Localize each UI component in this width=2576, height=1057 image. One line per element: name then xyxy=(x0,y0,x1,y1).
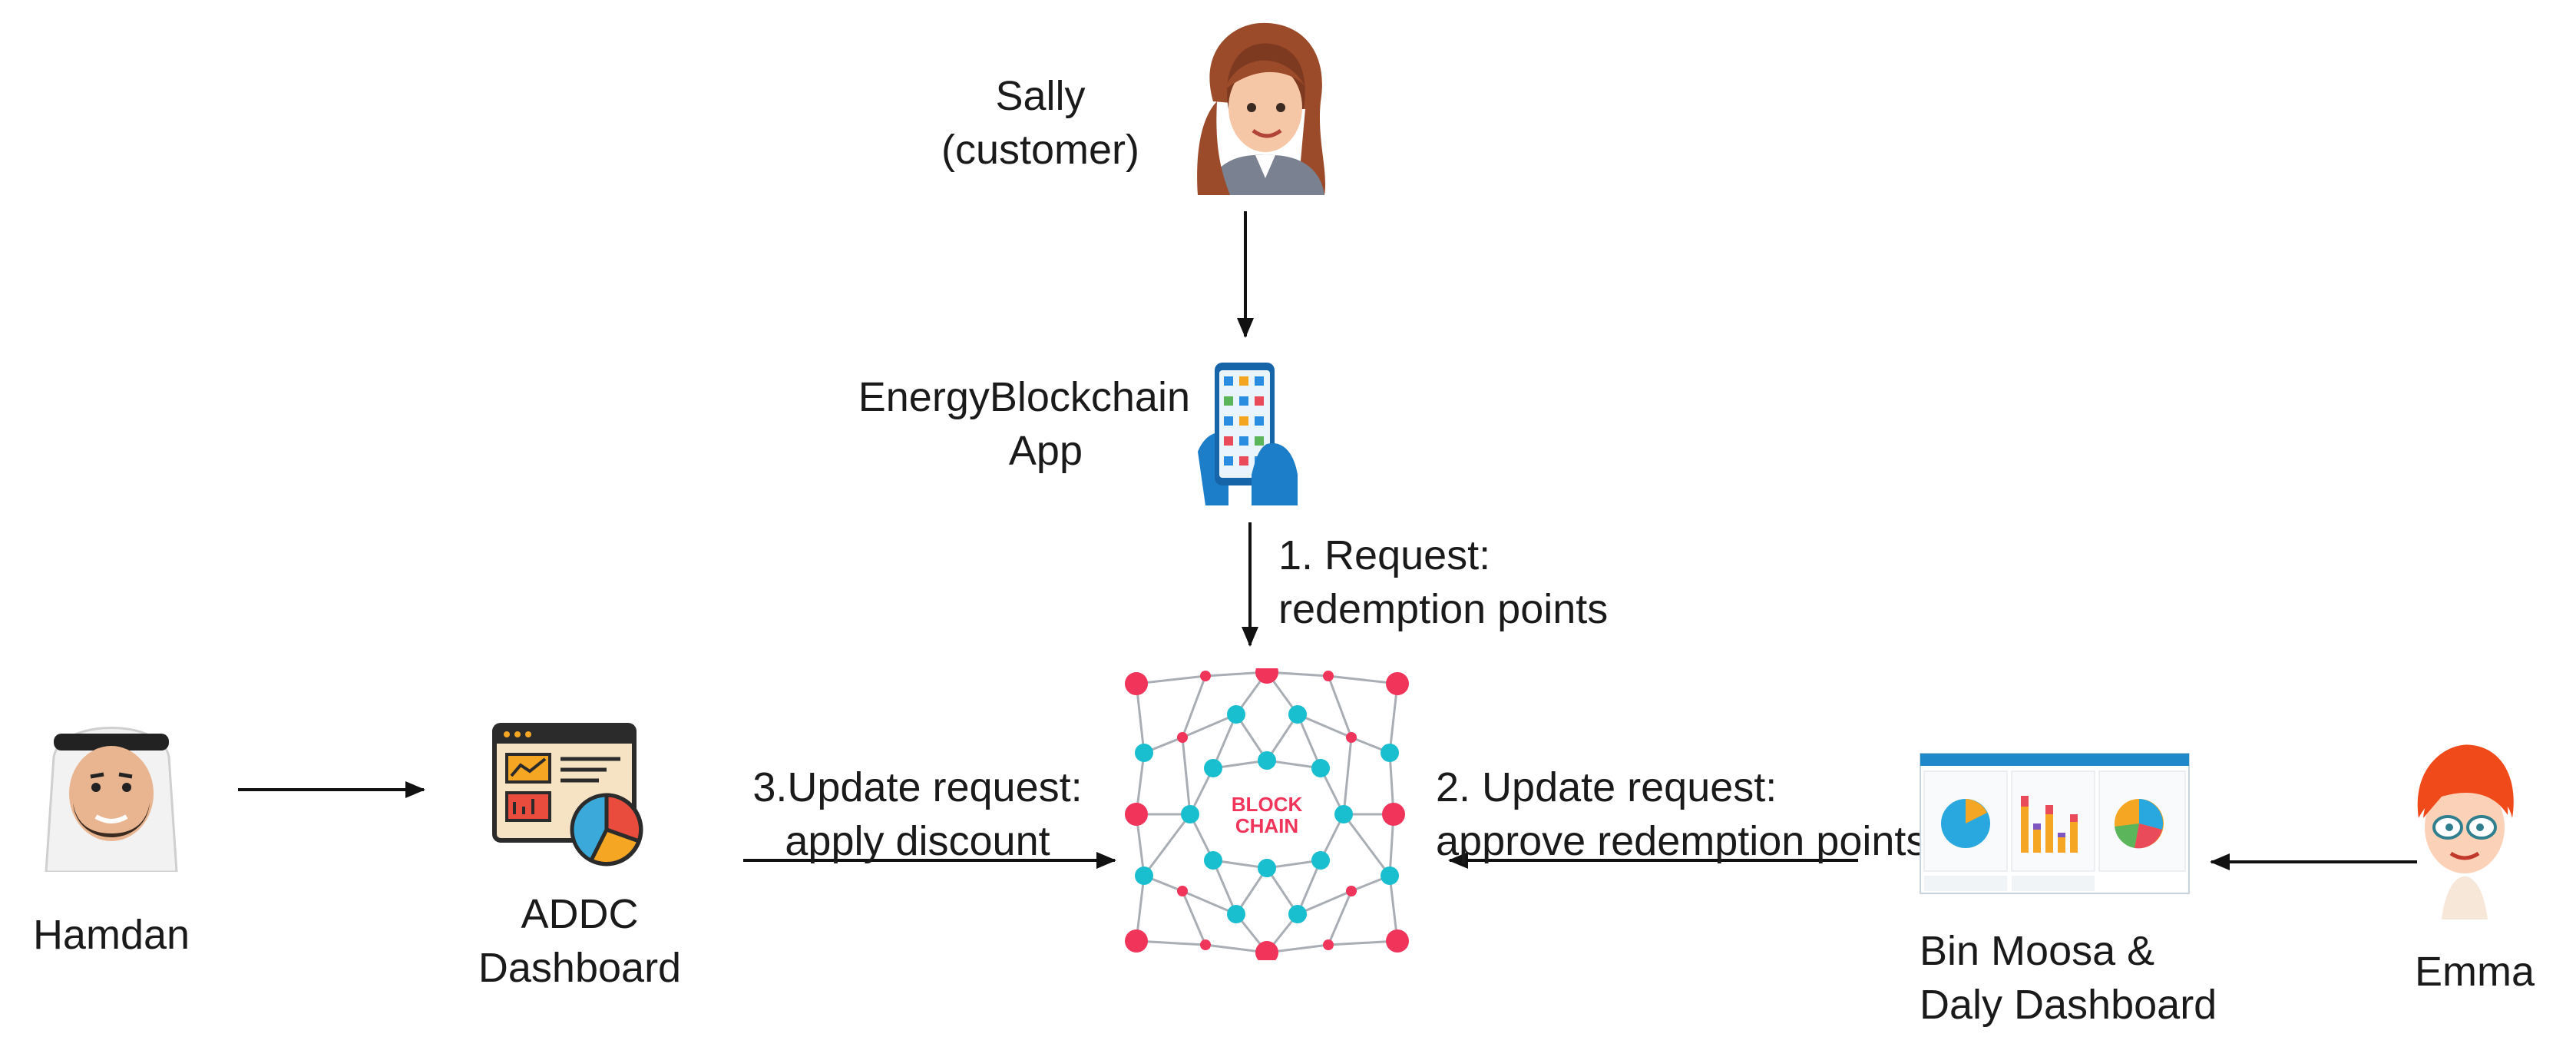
sally-role: (customer) xyxy=(941,127,1140,173)
app-label: EnergyBlockchain App xyxy=(814,370,1190,478)
binmoosa-label-line2: Daly Dashboard xyxy=(1920,982,2217,1028)
flow-update3-line2: apply discount xyxy=(785,818,1050,864)
flow-request-label: 1. Request: redemption points xyxy=(1278,528,1678,636)
addc-dashboard-icon xyxy=(492,723,643,866)
hamdan-label: Hamdan xyxy=(32,912,190,958)
flow-update2-line2: approve redemption points xyxy=(1436,818,1927,864)
flow-request-line1: 1. Request: xyxy=(1278,532,1491,578)
flow-update3-label: 3.Update request: apply discount xyxy=(737,760,1098,868)
flow-update2-line1: 2. Update request: xyxy=(1436,764,1777,810)
blockchain-word-2: CHAIN xyxy=(1235,814,1298,837)
addc-label: ADDC Dashboard xyxy=(430,887,729,995)
flow-update3-line1: 3.Update request: xyxy=(752,764,1083,810)
sally-name: Sally xyxy=(995,73,1086,119)
addc-label-line1: ADDC xyxy=(521,891,639,937)
blockchain-word-1: BLOCK xyxy=(1232,793,1303,816)
binmoosa-label: Bin Moosa & Daly Dashboard xyxy=(1920,924,2242,1032)
addc-label-line2: Dashboard xyxy=(478,945,682,991)
binmoosa-label-line1: Bin Moosa & xyxy=(1920,928,2155,974)
hamdan-avatar-icon xyxy=(45,727,178,872)
sally-label: Sally (customer) xyxy=(906,69,1175,177)
app-label-line2: App xyxy=(1008,428,1083,474)
flow-update2-label: 2. Update request: approve redemption po… xyxy=(1436,760,1927,868)
blockchain-network-icon: BLOCK CHAIN xyxy=(1125,668,1409,960)
app-label-line1: EnergyBlockchain xyxy=(858,374,1190,420)
phone-app-icon xyxy=(1198,363,1298,505)
flow-request-line2: redemption points xyxy=(1278,586,1609,632)
emma-label: Emma xyxy=(2415,949,2535,995)
emma-avatar-icon xyxy=(2417,744,2514,919)
binmoosa-dashboard-screenshot-icon xyxy=(1920,753,2190,894)
sally-avatar-icon xyxy=(1197,22,1326,195)
